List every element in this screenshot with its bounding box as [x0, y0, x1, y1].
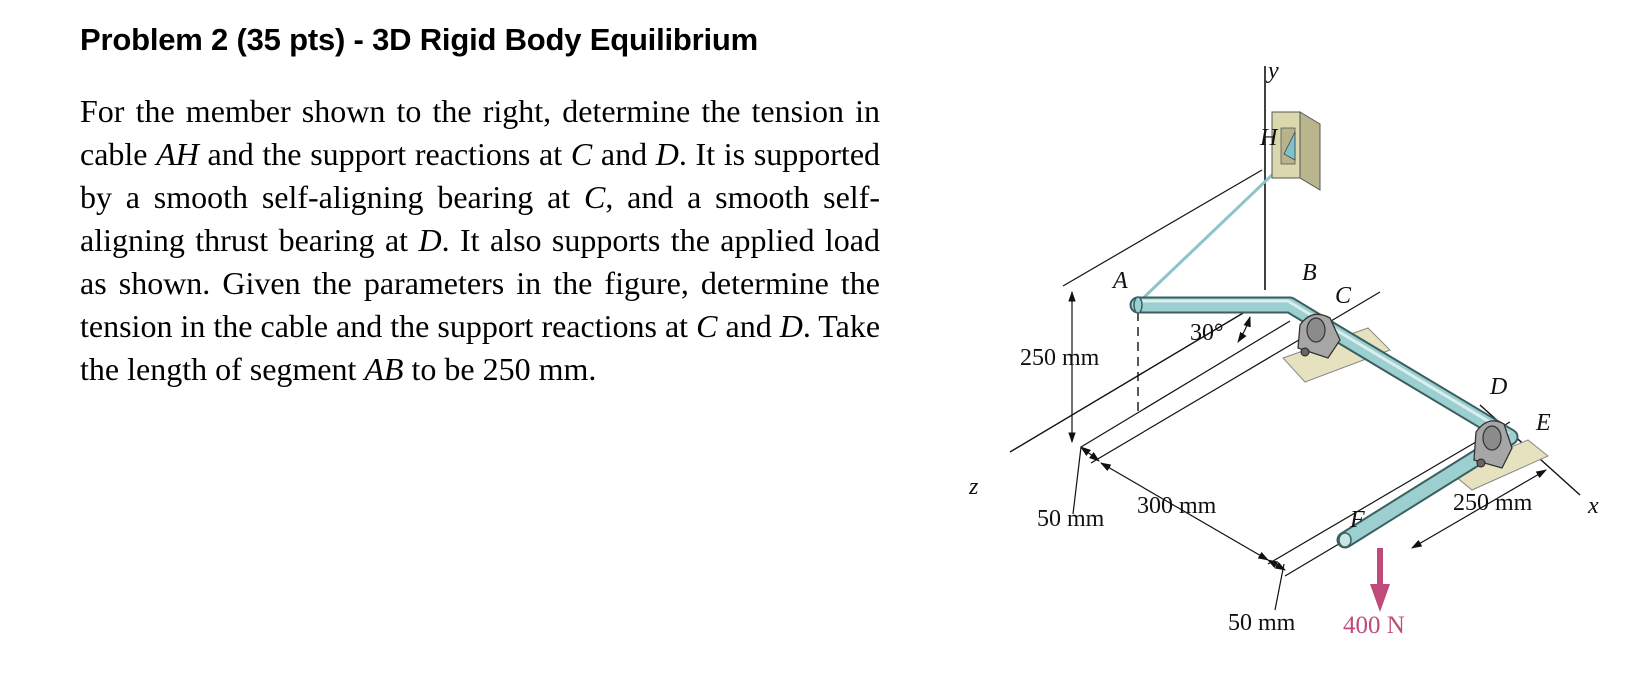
bearing-c [1297, 313, 1341, 359]
height-ref-top [1062, 169, 1263, 287]
dim-label-bottom-offset: 50 mm [1228, 610, 1296, 636]
cable-ah [1136, 150, 1298, 305]
bottom-ext-1 [1267, 421, 1511, 565]
wall-bracket-h [1271, 111, 1321, 191]
angle-arc [1237, 315, 1251, 343]
bearing-d [1473, 420, 1513, 469]
text-segment: and [717, 308, 780, 344]
bottom-offset-dim [1267, 559, 1286, 571]
left-offset-dim [1080, 446, 1100, 462]
text-segment-italic: AB [364, 351, 404, 387]
bracket-side [1299, 111, 1321, 191]
bottom-offset-ext [1274, 563, 1285, 611]
de-dim-line [1411, 469, 1547, 549]
text-segment: . Take the length of segment [80, 308, 881, 387]
problem-title: Problem 2 (35 pts) - 3D Rigid Body Equil… [80, 22, 759, 57]
load-arrow [1370, 548, 1390, 612]
dimension-lines [1062, 169, 1547, 611]
point-label-a: A [1111, 268, 1128, 294]
dim-label-height: 250 mm [1020, 345, 1100, 371]
axis-label-z: z [968, 474, 979, 500]
point-label-c: C [1335, 283, 1352, 309]
shaft-highlight [1138, 299, 1510, 435]
problem-statement: For the member shown to the right, deter… [80, 90, 880, 391]
text-segment: . It also supports the applied load as s… [80, 222, 881, 344]
text-segment-italic: D [418, 222, 442, 258]
point-label-h: H [1259, 125, 1279, 151]
bearing-d-collar [1482, 425, 1502, 451]
point-label-d: D [1489, 374, 1507, 400]
dim-label-left-offset: 50 mm [1037, 506, 1105, 532]
bracket-eye [1283, 131, 1296, 161]
bearing-c-bolt [1300, 347, 1310, 357]
base-line-1 [1080, 320, 1291, 448]
left-offset-ext [1072, 446, 1082, 515]
dim-label-de: 250 mm [1453, 490, 1533, 516]
axis-label-y: y [1266, 58, 1279, 84]
point-label-f: F [1349, 507, 1365, 533]
text-segment-italic: C [583, 179, 606, 215]
point-label-b: B [1302, 260, 1317, 286]
text-segment: to be 250 mm. [403, 351, 597, 387]
text-segment-italic: C [570, 136, 593, 172]
shaft-end-f [1338, 532, 1352, 548]
bearing-c-collar [1306, 317, 1326, 343]
text-segment: and [592, 136, 656, 172]
shaft-end-a [1133, 296, 1143, 314]
span-dim-line [1100, 462, 1269, 561]
dim-label-angle: 30° [1190, 320, 1224, 346]
load-arrow-head [1370, 584, 1390, 612]
text-segment-italic: D [655, 136, 679, 172]
text-segment-italic: D [779, 308, 803, 344]
text-segment-italic: AH [156, 136, 199, 172]
text-segment-italic: C [696, 308, 718, 344]
point-label-e: E [1535, 410, 1551, 436]
bearing-d-bolt [1476, 458, 1486, 468]
load-label: 400 N [1343, 612, 1405, 639]
axis-label-x: x [1587, 493, 1599, 519]
text-segment: , and a smooth self-aligning thrust bear… [80, 179, 881, 258]
text-segment: . It is supported by a smooth self-align… [80, 136, 881, 215]
text-segment: and the support reactions at [198, 136, 571, 172]
text-segment: For the member shown to the right, deter… [80, 93, 880, 172]
dim-label-span: 300 mm [1137, 493, 1217, 519]
